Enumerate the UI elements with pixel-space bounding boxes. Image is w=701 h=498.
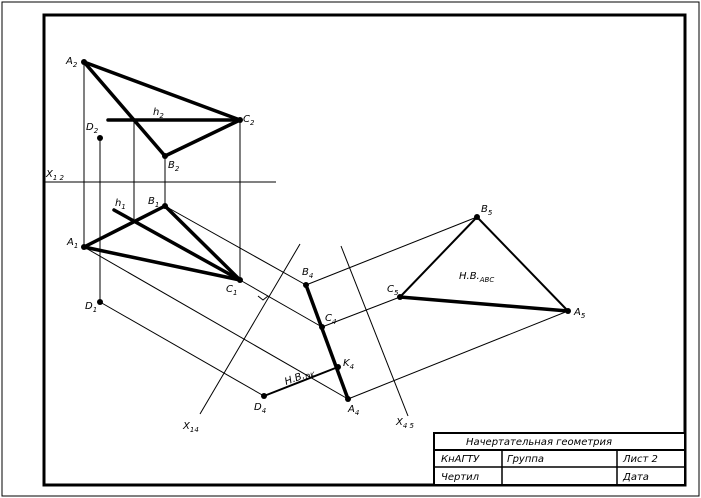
edge-b5-c5 <box>399 216 478 298</box>
tb-drawn: Чертил <box>441 472 480 483</box>
label-k4: K4 <box>343 358 354 371</box>
label-d1: D1 <box>85 301 97 314</box>
edge-b4-a4 <box>304 283 350 401</box>
point-b4 <box>303 282 309 288</box>
frontal-projection <box>82 60 242 158</box>
drawing-frame <box>42 13 687 487</box>
label-b4: B4 <box>302 267 313 280</box>
label-d2: D2 <box>86 122 99 135</box>
transfer-c <box>239 279 323 328</box>
point-c1 <box>237 277 243 283</box>
axis-x45 <box>340 245 409 417</box>
edge-b2-c2 <box>163 118 242 158</box>
transfer-lines-45 <box>305 216 569 400</box>
transfer-a <box>83 246 349 400</box>
edge-c5-a5 <box>398 295 570 313</box>
label-x12: X1 2 <box>45 169 65 182</box>
point-c2 <box>237 117 243 123</box>
edge-b1-c1 <box>163 204 242 282</box>
horizontal-projection <box>82 204 242 282</box>
point-d1 <box>97 299 103 305</box>
tb-sheet: Лист 2 <box>622 454 658 465</box>
point-a2 <box>81 59 87 65</box>
point-a4 <box>345 396 351 402</box>
projection-5 <box>398 216 570 313</box>
label-x14: X14 <box>182 421 199 434</box>
axis-x14 <box>199 243 301 415</box>
horizontal-h1 <box>112 208 242 282</box>
label-h1: h1 <box>115 198 126 211</box>
point-d2 <box>97 135 103 141</box>
point-k4 <box>335 364 341 370</box>
label-a4: A4 <box>347 404 359 417</box>
label-x45: X4 5 <box>395 417 415 430</box>
label-a1: A1 <box>66 237 78 250</box>
point-a1 <box>81 244 87 250</box>
title-block-frame <box>433 432 686 486</box>
label-c2: C2 <box>243 114 255 127</box>
point-b2 <box>162 153 168 159</box>
point-c4 <box>319 324 325 330</box>
label-h2: h2 <box>153 107 164 120</box>
edge-b5-a5 <box>476 216 569 312</box>
transfer-b45 <box>305 216 478 286</box>
right-angle-mark <box>257 295 269 301</box>
edge-a2-c2 <box>82 60 242 122</box>
transfer-b <box>164 205 307 286</box>
point-a5 <box>565 308 571 314</box>
point-d4 <box>261 393 267 399</box>
tb-group: Группа <box>507 454 544 465</box>
label-true-size-abc: Н.В.ABC <box>459 271 494 284</box>
edge-a1-b1 <box>82 204 167 249</box>
point-b5 <box>474 214 480 220</box>
connection-lines <box>83 62 241 302</box>
tb-title: Начертательная геометрия <box>466 437 612 448</box>
tb-date: Дата <box>622 472 649 483</box>
point-labels: A2 h2 C2 D2 B2 X1 2 h1 B1 A1 C1 D1 B4 C4… <box>45 56 586 434</box>
edge-a2-b2 <box>82 60 167 158</box>
label-b1: B1 <box>148 196 159 209</box>
label-c5: C5 <box>387 284 399 297</box>
edge-a1-c1 <box>82 245 242 282</box>
label-b5: B5 <box>481 204 493 217</box>
point-b1 <box>162 203 168 209</box>
points <box>81 59 571 402</box>
transfer-c45 <box>321 296 401 328</box>
transfer-lines-14 <box>83 205 349 400</box>
label-c4: C4 <box>325 313 336 326</box>
label-c1: C1 <box>226 284 237 297</box>
label-true-distance: Н.В.DK <box>283 366 317 388</box>
transfer-d <box>99 301 265 397</box>
projection-4 <box>263 283 350 401</box>
tb-org: КнАГТУ <box>441 454 480 465</box>
point-c5 <box>397 294 403 300</box>
label-a5: A5 <box>573 307 586 320</box>
title-block: Начертательная геометрия КнАГТУ Группа Л… <box>433 432 686 486</box>
true-distance-d4-k4 <box>263 366 339 397</box>
label-b2: B2 <box>168 160 180 173</box>
label-d4: D4 <box>254 402 266 415</box>
label-a2: A2 <box>65 56 78 69</box>
transfer-a45 <box>347 310 569 400</box>
